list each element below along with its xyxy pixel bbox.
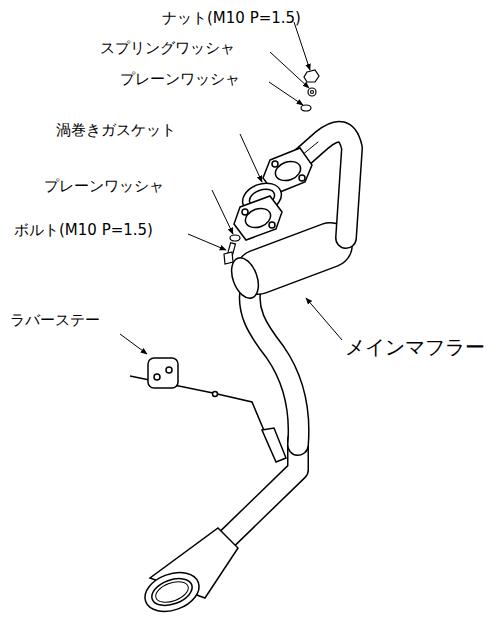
part-label: 渦巻きガスケット bbox=[56, 122, 176, 139]
part-label: ラバーステー bbox=[10, 312, 100, 329]
part-label: プレーンワッシャ bbox=[120, 71, 240, 88]
part-label: プレーンワッシャ bbox=[44, 178, 164, 195]
part-label: スプリングワッシャ bbox=[100, 40, 235, 57]
part-label: ナット(M10 P=1.5) bbox=[162, 10, 301, 27]
part-label: ボルト(M10 P=1.5) bbox=[14, 222, 153, 239]
part-label: メインマフラー bbox=[345, 336, 485, 358]
